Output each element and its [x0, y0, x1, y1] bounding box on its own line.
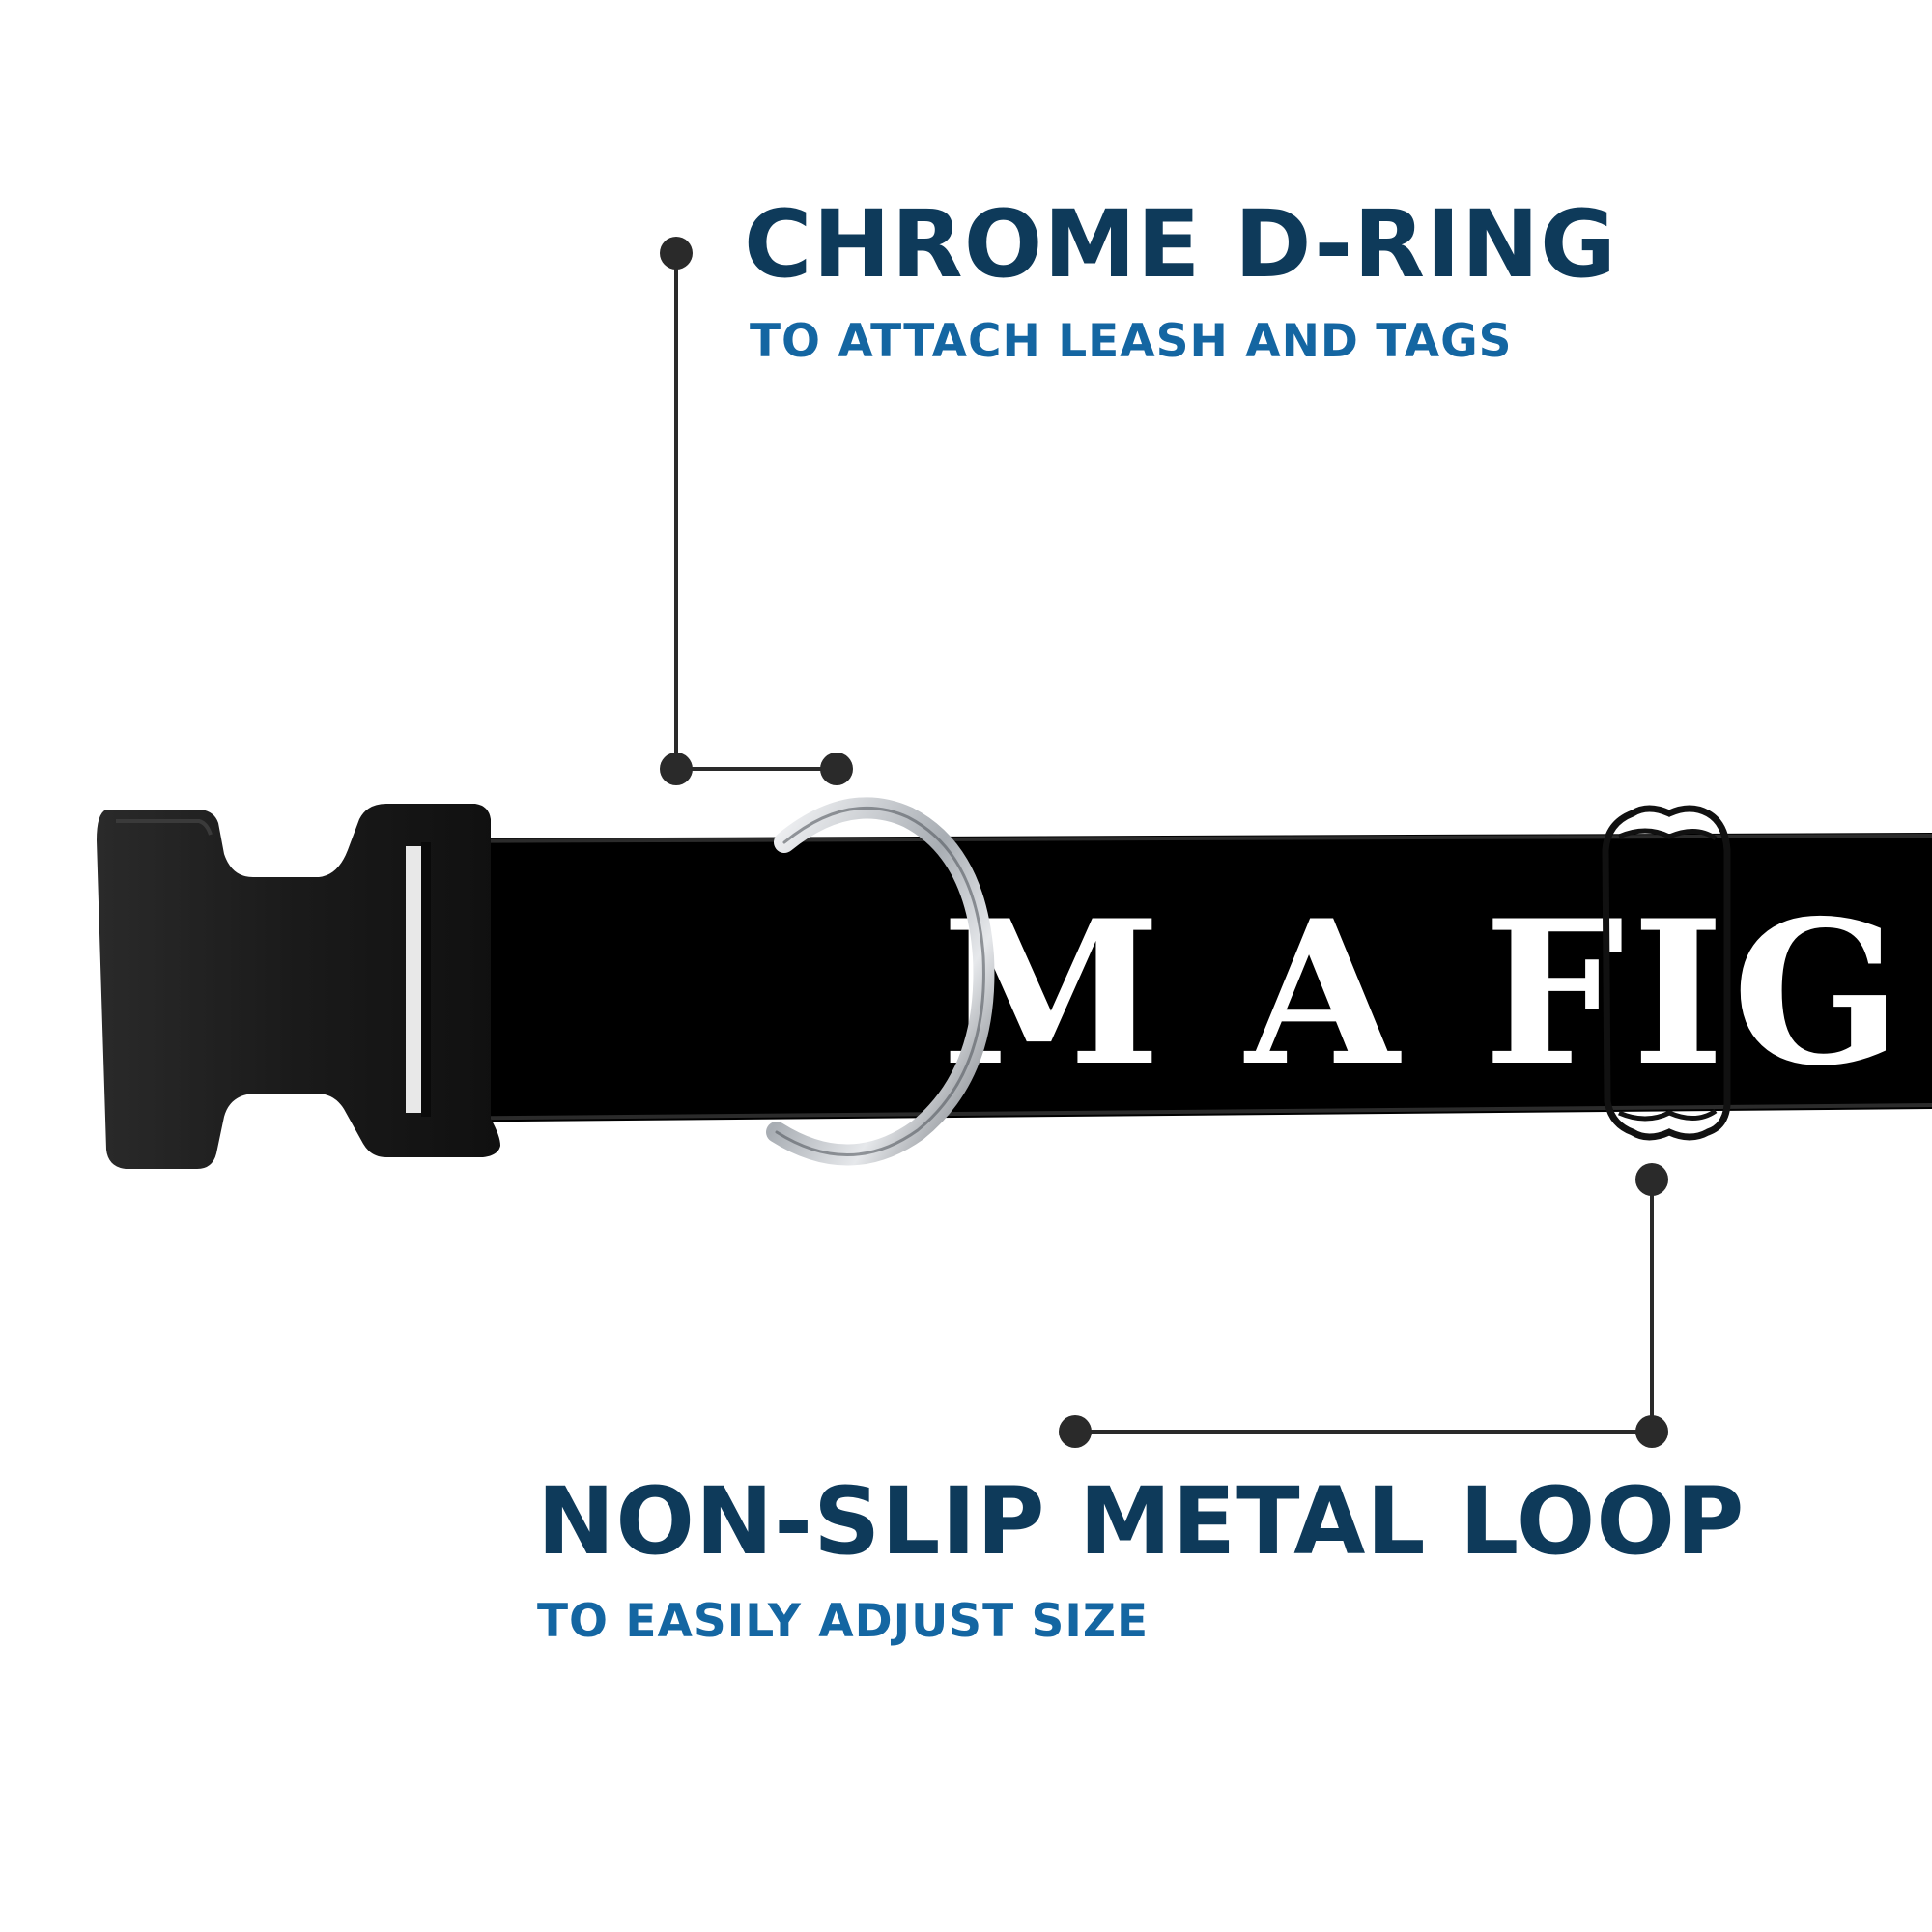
- leader-dot-icon: [660, 237, 693, 270]
- loop-callout-title: NON-SLIP METAL LOOP: [537, 1467, 1746, 1576]
- leader-dot-icon: [1635, 1163, 1668, 1196]
- loop-callout-subtitle: TO EASILY ADJUST SIZE: [537, 1595, 1150, 1648]
- svg-text:M A FIG: M A FIG: [942, 878, 1909, 1110]
- chrome-d-ring-icon: [766, 797, 995, 1166]
- leader-dot-icon: [660, 753, 693, 785]
- side-release-buckle-icon: [97, 804, 500, 1169]
- metal-slide-loop-icon: [1602, 805, 1731, 1141]
- dring-callout-subtitle: TO ATTACH LEASH AND TAGS: [750, 315, 1513, 368]
- dring-leader: [660, 237, 853, 785]
- dring-callout-title: CHROME D-RING: [744, 190, 1617, 298]
- collar-print-text: M A FIG: [942, 878, 1909, 1110]
- leader-dot-icon: [820, 753, 853, 785]
- leader-dot-icon: [1635, 1415, 1668, 1448]
- collar-strap: [403, 833, 1932, 1122]
- leader-dot-icon: [1059, 1415, 1092, 1448]
- loop-leader: [1059, 1163, 1668, 1448]
